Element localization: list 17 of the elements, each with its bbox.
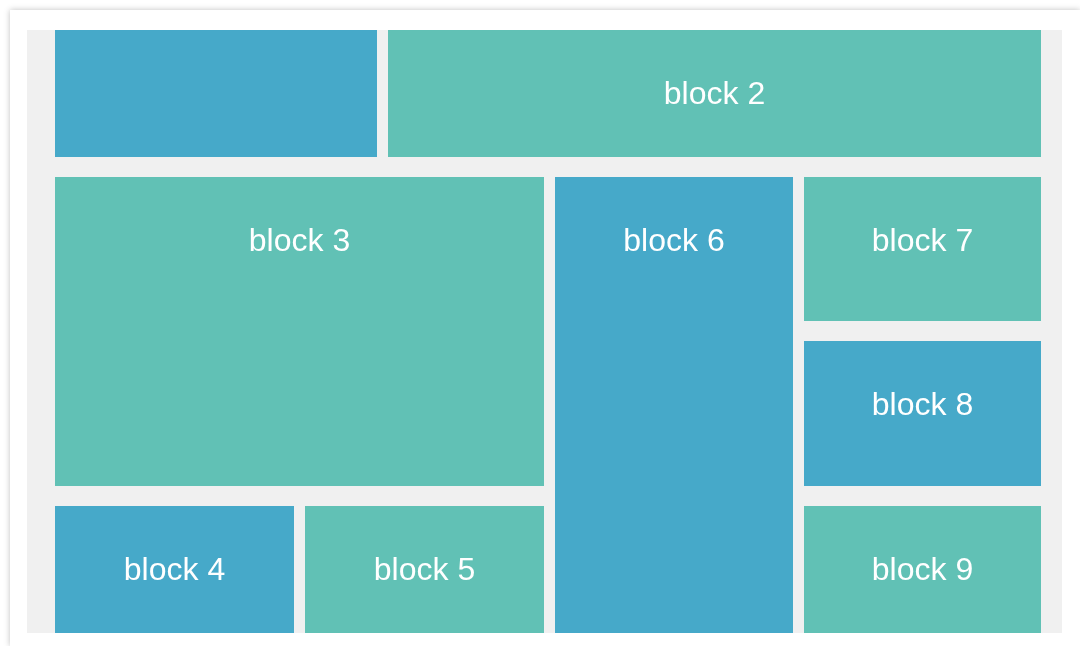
block-tile	[804, 506, 1041, 633]
block-tile	[305, 506, 544, 633]
block-label: block 9	[870, 550, 975, 588]
block-tile	[388, 30, 1041, 157]
block-tile	[55, 506, 294, 633]
block-label: block 6	[622, 221, 726, 259]
block-label: block 7	[870, 221, 975, 259]
block-label: block 8	[870, 385, 975, 423]
block-tile	[804, 341, 1041, 486]
block-label: block 5	[372, 550, 477, 588]
block-label: block 3	[247, 221, 352, 259]
block-tile	[55, 177, 544, 486]
block-label: block 2	[662, 74, 767, 112]
block-tile	[555, 177, 793, 633]
block-tile	[804, 177, 1041, 321]
block-tile	[55, 30, 377, 157]
block-label: block 4	[122, 550, 227, 588]
